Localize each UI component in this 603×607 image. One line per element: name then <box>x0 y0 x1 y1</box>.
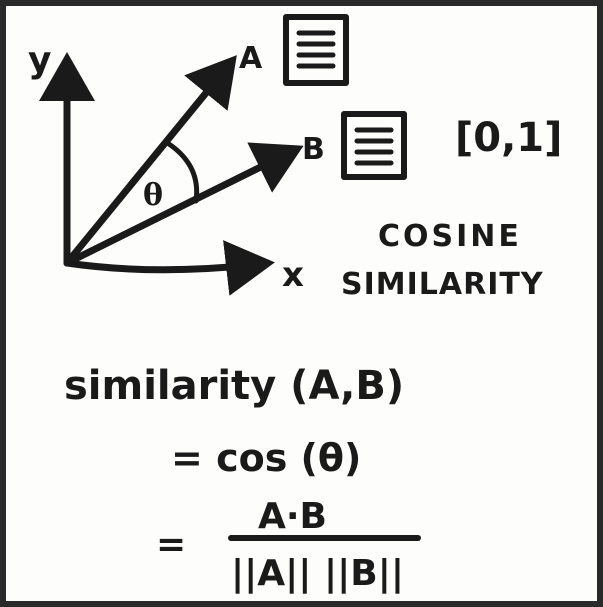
formula-denominator: ||A|| ||B|| <box>231 553 404 594</box>
document-b-icon <box>341 111 407 180</box>
formula-numerator: A·B <box>258 496 327 537</box>
x-axis-label: x <box>282 255 304 295</box>
formula-line2: = cos (θ) <box>171 436 361 480</box>
formula-equals: = <box>156 524 186 565</box>
document-a-icon <box>283 14 349 86</box>
vector-a-label: A <box>239 41 263 76</box>
diagram-canvas: y x A B θ [0,1] COSINE SIMILARITY simila… <box>28 14 562 594</box>
vector-a-arrow <box>63 55 237 267</box>
angle-arc <box>166 141 200 204</box>
range-label: [0,1] <box>455 115 562 161</box>
x-axis <box>63 240 275 296</box>
title-line1: COSINE <box>378 219 522 254</box>
y-axis-label: y <box>28 40 51 81</box>
vector-b-arrow <box>63 142 304 267</box>
title-line2: SIMILARITY <box>341 267 544 302</box>
angle-theta-label: θ <box>143 178 163 213</box>
vector-b-label: B <box>302 132 325 167</box>
formula-lhs: similarity (A,B) <box>64 363 404 409</box>
